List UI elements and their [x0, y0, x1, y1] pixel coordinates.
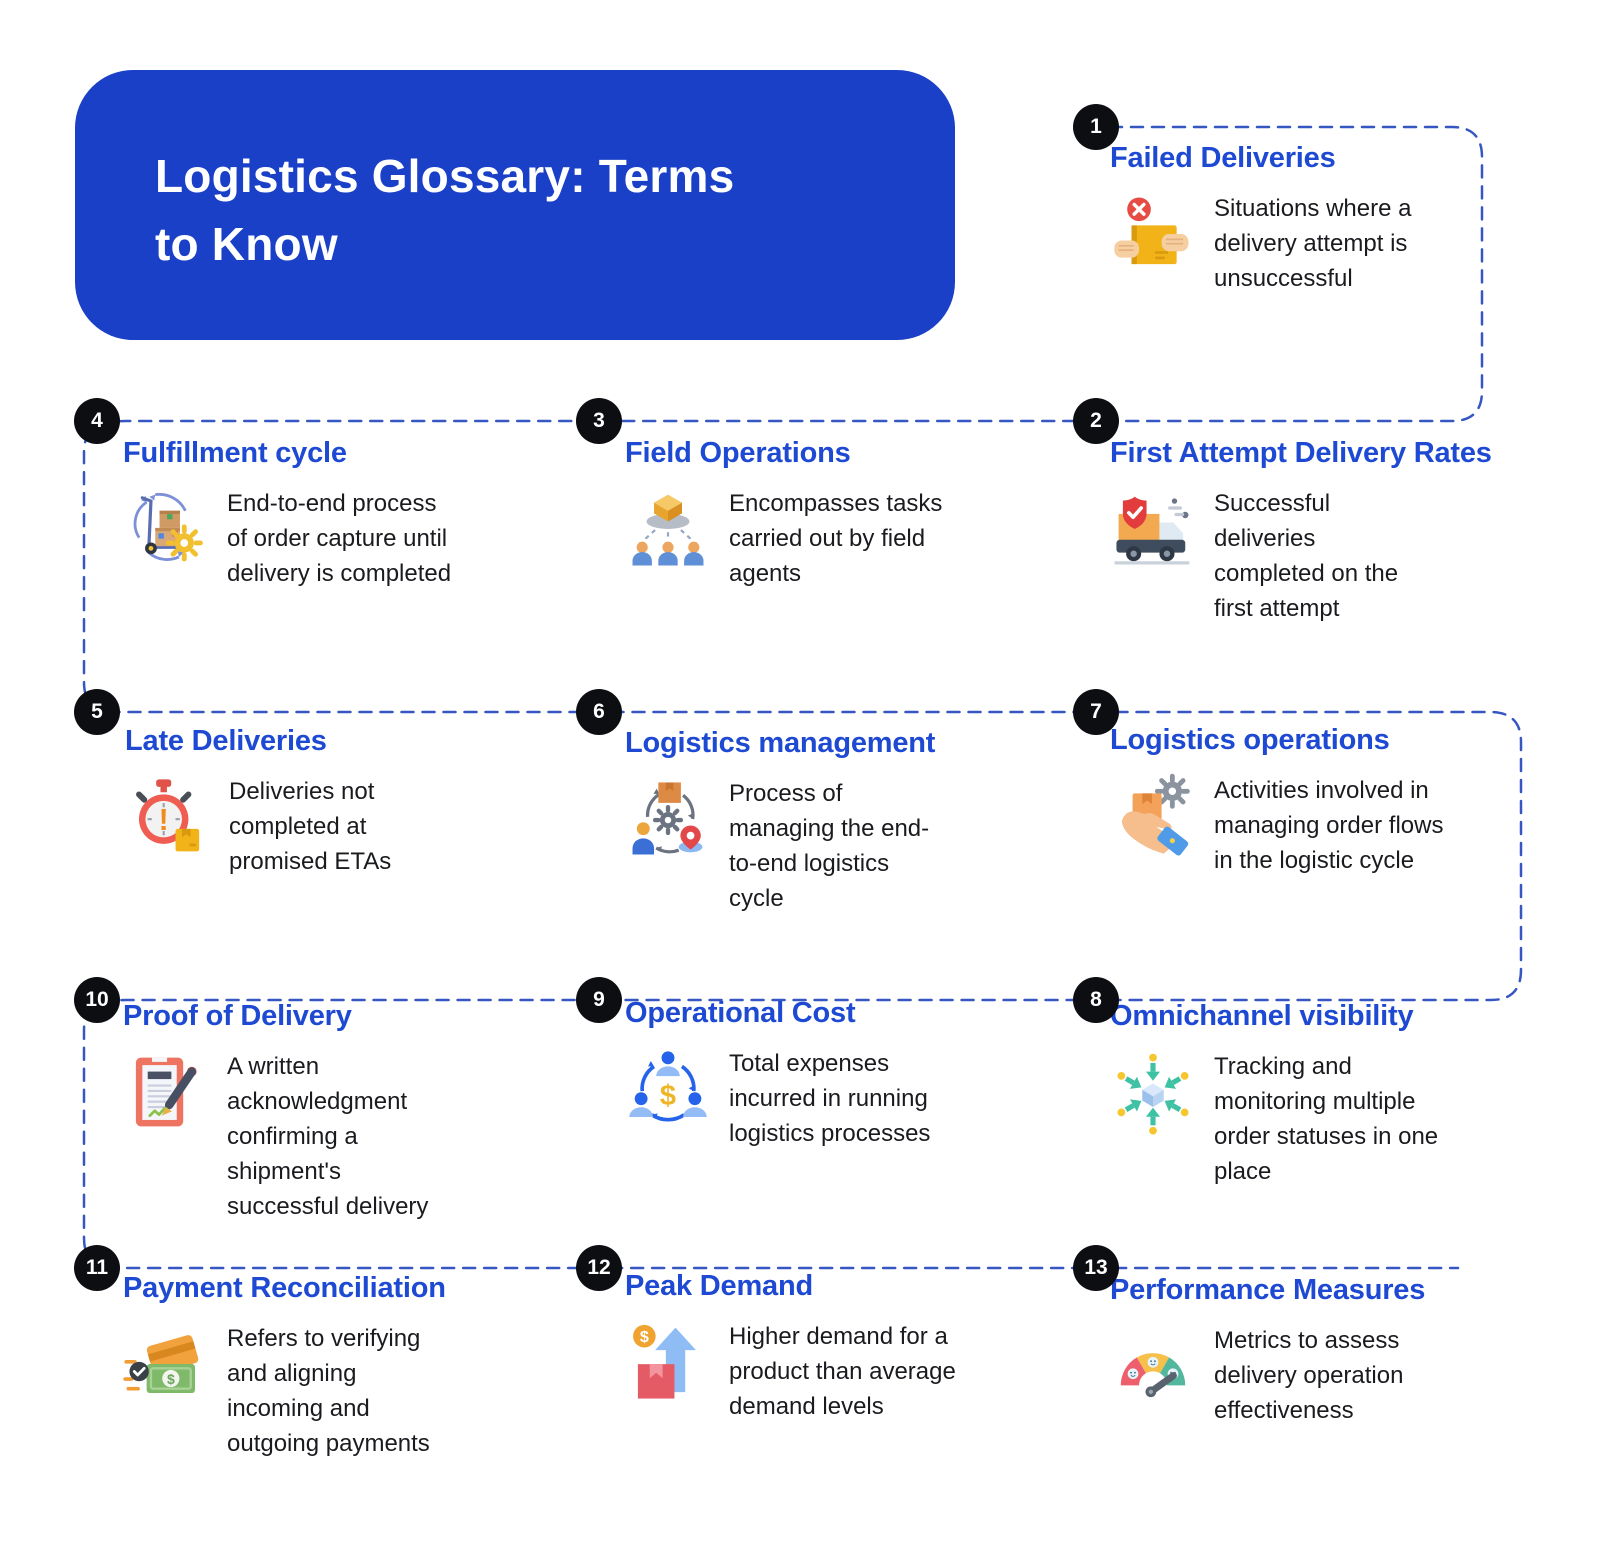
step-badge-6: 6	[576, 689, 622, 735]
management-cycle-icon	[625, 776, 711, 862]
item-title: Late Deliveries	[125, 725, 327, 757]
people-dollar-cycle-icon: $	[625, 1046, 711, 1132]
handtruck-cycle-icon	[123, 486, 209, 572]
card-cash-check-icon: $	[123, 1321, 209, 1407]
item-description: A written acknowledgment confirming a sh…	[227, 1053, 429, 1220]
item-description: Tracking and monitoring multiple order s…	[1214, 1053, 1439, 1185]
step-badge-4: 4	[74, 398, 120, 444]
field-agents-icon	[625, 486, 711, 572]
stopwatch-alert-icon: !	[125, 774, 211, 860]
svg-text:$: $	[640, 1328, 649, 1346]
header-card: Logistics Glossary: Terms to Know	[75, 70, 955, 340]
step-badge-8: 8	[1073, 977, 1119, 1023]
page-title-line1: Logistics Glossary: Terms	[155, 150, 735, 202]
step-badge-9: 9	[576, 977, 622, 1023]
step-badge-5: 5	[74, 689, 120, 735]
demand-spike-icon: $	[625, 1319, 711, 1405]
item-description: Higher demand for a product than average…	[729, 1323, 956, 1420]
glossary-item-proof-of-delivery: Proof of Delivery A wri	[123, 1000, 523, 1224]
item-description: End-to-end process of order capture unti…	[227, 490, 452, 587]
item-title: Operational Cost	[625, 997, 856, 1029]
step-badge-11: 11	[74, 1245, 120, 1291]
hub-arrows-icon	[1110, 1049, 1196, 1135]
step-badge-10: 10	[74, 977, 120, 1023]
svg-text:$: $	[167, 1371, 175, 1387]
item-description: Activities involved in managing order fl…	[1214, 777, 1444, 874]
glossary-item-performance-measures: Performance Measures Metrics to assess d…	[1110, 1274, 1540, 1428]
hand-box-gear-icon	[1110, 773, 1196, 859]
item-title: Payment Reconciliation	[123, 1272, 446, 1304]
clipboard-signature-icon	[123, 1049, 209, 1135]
item-title: Field Operations	[625, 437, 851, 469]
glossary-item-failed-deliveries: Failed Deliveries Situations where a del…	[1110, 142, 1510, 296]
item-description: Deliveries not completed at promised ETA…	[229, 778, 392, 875]
glossary-item-payment-reconciliation: Payment Reconciliation $	[123, 1272, 523, 1461]
item-title: Failed Deliveries	[1110, 142, 1336, 174]
item-title: Logistics operations	[1110, 724, 1390, 756]
step-badge-2: 2	[1073, 398, 1119, 444]
item-title: Fulfillment cycle	[123, 437, 347, 469]
step-badge-1: 1	[1073, 104, 1119, 150]
item-title: Peak Demand	[625, 1270, 813, 1302]
glossary-item-field-operations: Field Operations	[625, 437, 1035, 591]
svg-text:$: $	[660, 1080, 676, 1112]
glossary-item-peak-demand: Peak Demand $ Higher demand for a produc…	[625, 1270, 1055, 1424]
item-description: Metrics to assess delivery operation eff…	[1214, 1327, 1404, 1424]
svg-text:!: !	[159, 804, 169, 837]
item-description: Refers to verifying and aligning incomin…	[227, 1325, 430, 1457]
glossary-item-first-attempt-delivery-rates: First Attempt Delivery Rates Successful …	[1110, 437, 1560, 626]
item-description: Successful deliveries completed on the f…	[1214, 490, 1399, 622]
step-badge-3: 3	[576, 398, 622, 444]
glossary-item-logistics-operations: Logistics operations Activities involved…	[1110, 724, 1540, 878]
item-title: Proof of Delivery	[123, 1000, 352, 1032]
item-description: Situations where a delivery attempt is u…	[1214, 195, 1412, 292]
step-badge-13: 13	[1073, 1245, 1119, 1291]
glossary-item-late-deliveries: Late Deliveries ! Delive	[125, 725, 515, 879]
item-description: Encompasses tasks carried out by field a…	[729, 490, 943, 587]
delivery-truck-shield-icon	[1110, 486, 1196, 572]
glossary-item-fulfillment-cycle: Fulfillment cycle	[123, 437, 523, 591]
item-title: Omnichannel visibility	[1110, 1000, 1414, 1032]
glossary-item-logistics-management: Logistics management	[625, 727, 1035, 916]
item-title: Logistics management	[625, 727, 936, 759]
glossary-item-omnichannel-visibility: Omnichannel visibility T	[1110, 1000, 1540, 1189]
failed-delivery-icon	[1110, 191, 1196, 277]
gauge-smileys-icon	[1110, 1323, 1196, 1409]
item-description: Total expenses incurred in running logis…	[729, 1050, 931, 1147]
glossary-item-operational-cost: Operational Cost $ T	[625, 997, 1035, 1151]
page-title-line2: to Know	[155, 218, 338, 271]
step-badge-7: 7	[1073, 689, 1119, 735]
item-description: Process of managing the end-to-end logis…	[729, 780, 930, 912]
item-title: Performance Measures	[1110, 1274, 1426, 1306]
item-title: First Attempt Delivery Rates	[1110, 437, 1492, 469]
step-badge-12: 12	[576, 1245, 622, 1291]
